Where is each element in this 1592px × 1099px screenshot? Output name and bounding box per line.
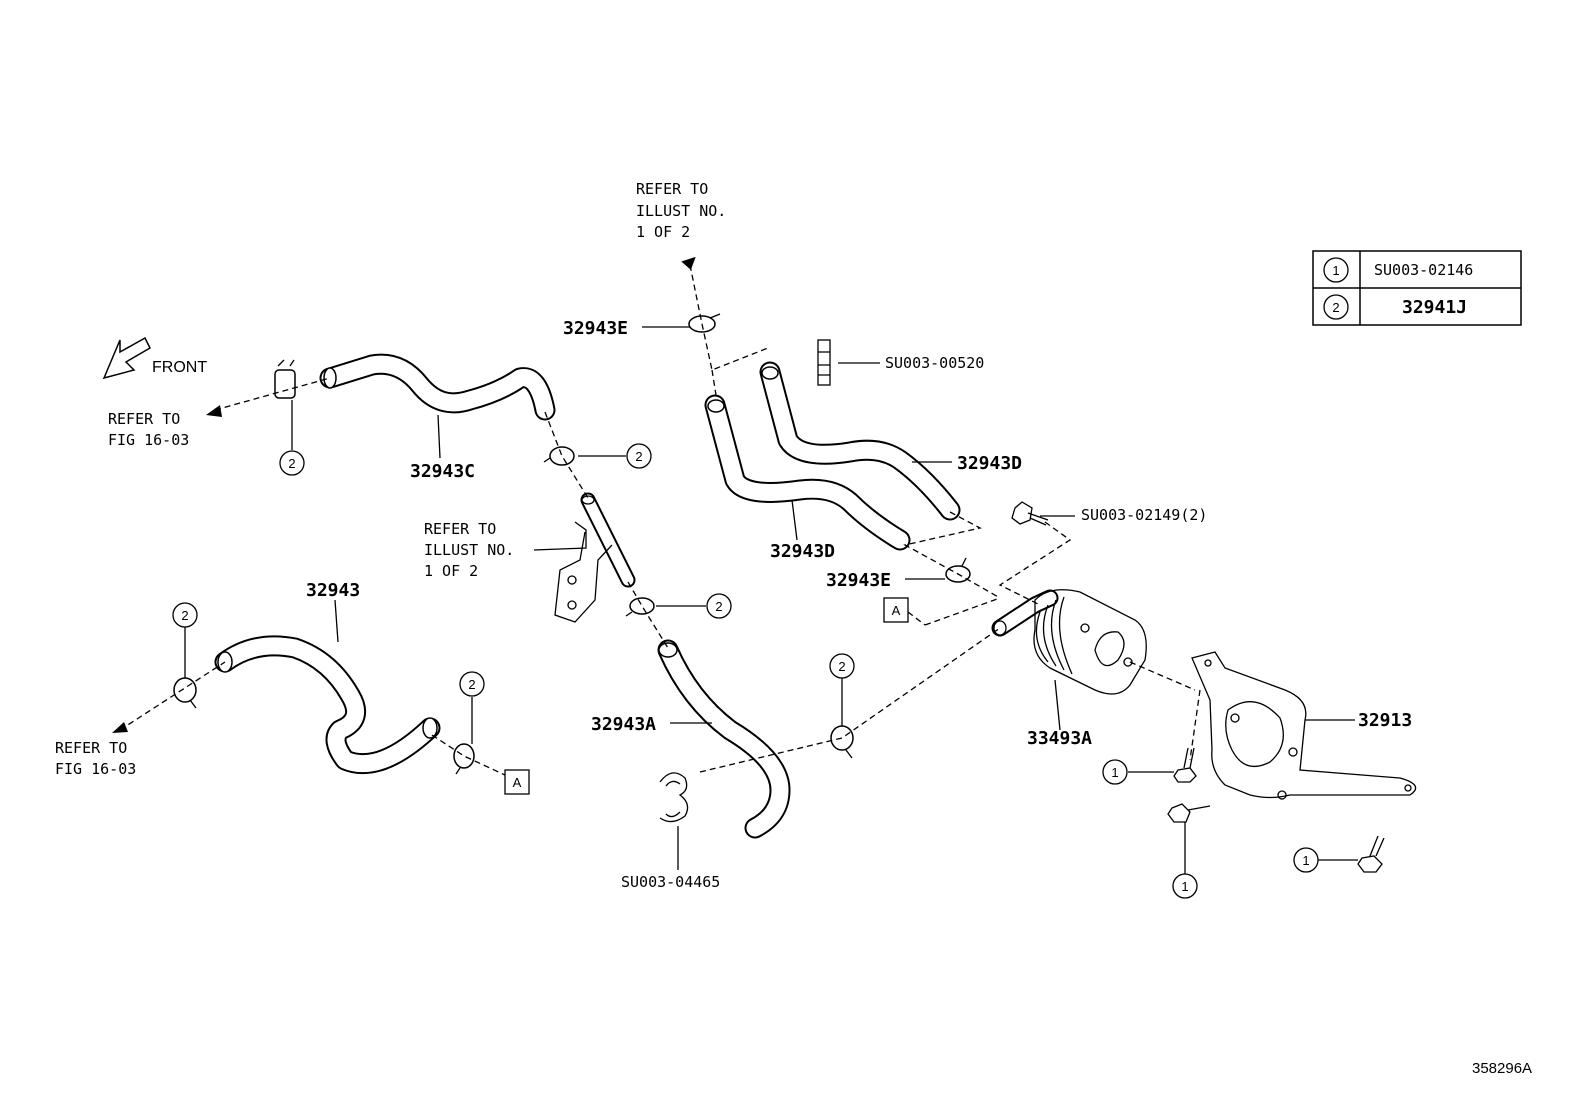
callout-2-f: 2 xyxy=(829,653,855,679)
part-label-32943D-right: 32943D xyxy=(957,453,1022,474)
callout-1-c: 1 xyxy=(1293,847,1319,873)
bolt-su003-00520 xyxy=(817,339,831,386)
refer-fig-upper-line2: FIG 16-03 xyxy=(108,431,189,449)
refer-illust-top-line3: 1 OF 2 xyxy=(636,223,690,241)
part-label-32943C: 32943C xyxy=(410,461,475,482)
svg-text:A: A xyxy=(892,603,901,618)
callout-2-c: 2 xyxy=(706,593,732,619)
refer-fig-lower-line1: REFER TO xyxy=(55,739,127,757)
hose-32943A xyxy=(657,639,791,839)
refer-illust-top-line2: ILLUST NO. xyxy=(636,202,726,220)
legend-row-2: 2 32941J xyxy=(1323,294,1467,320)
hose-32943 xyxy=(214,635,441,775)
legend-row-1: 1 SU003-02146 xyxy=(1323,257,1473,283)
ref-box-a-mid: A xyxy=(883,597,909,623)
legend-part-2: 32941J xyxy=(1402,297,1467,318)
diagram-id: 358296A xyxy=(1472,1060,1532,1077)
hose-32943C xyxy=(319,353,556,421)
svg-text:2: 2 xyxy=(635,449,642,464)
svg-text:2: 2 xyxy=(715,599,722,614)
clamp-32943-left xyxy=(173,677,197,709)
legend-table: 1 SU003-02146 2 32941J xyxy=(1312,250,1522,326)
clamp-pipe-lower xyxy=(625,597,655,617)
hose-32943D-upper xyxy=(759,361,961,521)
part-label-su003-00520: SU003-00520 xyxy=(885,354,984,372)
svg-text:1: 1 xyxy=(1111,765,1118,780)
bracket-32913 xyxy=(1191,651,1417,800)
svg-text:2: 2 xyxy=(181,608,188,623)
svg-text:1: 1 xyxy=(1181,879,1188,894)
part-label-32943E-mid: 32943E xyxy=(826,570,891,591)
refer-fig-lower-line2: FIG 16-03 xyxy=(55,760,136,778)
callout-2-b: 2 xyxy=(626,443,652,469)
refer-illust-mid-line3: 1 OF 2 xyxy=(424,562,478,580)
clip-su003-04465 xyxy=(659,772,689,823)
callout-2-a: 2 xyxy=(279,450,305,476)
bolt-1c xyxy=(1357,835,1385,873)
oil-cooler-33493A xyxy=(991,589,1147,695)
clamp-32943A xyxy=(830,725,854,759)
legend-key-2: 2 xyxy=(1332,300,1339,315)
ref-box-a-lower: A xyxy=(504,769,530,795)
part-label-32943: 32943 xyxy=(306,580,360,601)
svg-text:2: 2 xyxy=(838,659,845,674)
callout-2-e: 2 xyxy=(459,671,485,697)
front-label: FRONT xyxy=(152,359,207,376)
clamp-32943-right xyxy=(453,743,475,775)
clamp-32943C-right xyxy=(543,446,575,466)
clamp-32943C-left xyxy=(274,359,296,399)
callout-1-a: 1 xyxy=(1102,759,1128,785)
refer-fig-upper-line1: REFER TO xyxy=(108,410,180,428)
svg-text:2: 2 xyxy=(468,677,475,692)
part-label-su003-02149: SU003-02149(2) xyxy=(1081,506,1207,524)
dash-top xyxy=(689,264,769,371)
part-label-32943A: 32943A xyxy=(591,714,656,735)
part-label-32913: 32913 xyxy=(1358,710,1412,731)
svg-text:1: 1 xyxy=(1302,853,1309,868)
front-arrow-icon xyxy=(102,336,151,380)
refer-illust-mid-line1: REFER TO xyxy=(424,520,496,538)
bolt-1b xyxy=(1167,803,1211,823)
legend-part-1: SU003-02146 xyxy=(1374,261,1473,279)
part-label-33493A: 33493A xyxy=(1027,728,1092,749)
refer-illust-mid-line2: ILLUST NO. xyxy=(424,541,514,559)
part-label-32943E-top: 32943E xyxy=(563,318,628,339)
bolt-1a xyxy=(1173,747,1197,783)
callout-1-b: 1 xyxy=(1172,873,1198,899)
bolt-su003-02149 xyxy=(1011,501,1049,526)
callout-2-d: 2 xyxy=(172,602,198,628)
clamp-top-32943E xyxy=(688,313,721,333)
svg-text:A: A xyxy=(513,775,522,790)
hose-32943D-lower xyxy=(704,394,911,551)
refer-illust-top-line1: REFER TO xyxy=(636,180,708,198)
part-label-su003-04465: SU003-04465 xyxy=(621,873,720,891)
legend-key-1: 1 xyxy=(1332,263,1339,278)
part-label-32943D-left: 32943D xyxy=(770,541,835,562)
pipe-bracket-assembly xyxy=(554,492,636,623)
svg-text:2: 2 xyxy=(288,456,295,471)
